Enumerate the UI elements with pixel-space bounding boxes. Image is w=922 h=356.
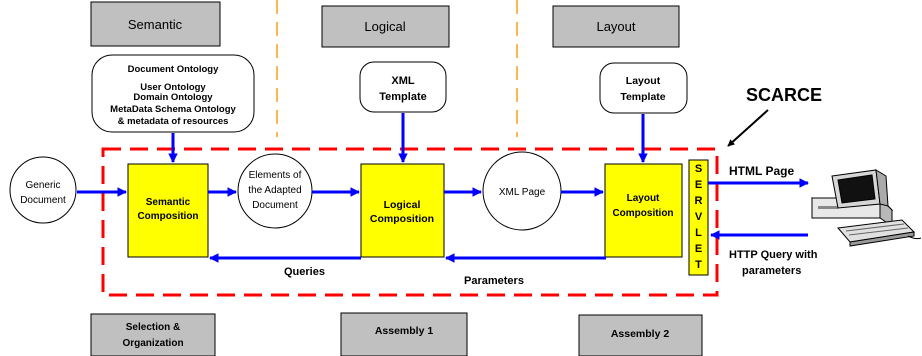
xml-template-label: Template — [379, 91, 426, 103]
layout-template-label: Layout — [626, 75, 661, 87]
semantic-composition-label: Composition — [137, 211, 198, 222]
step-assembly1-label: Assembly 1 — [375, 325, 434, 337]
servlet-letter: E — [695, 243, 702, 255]
servlet-letter: L — [695, 227, 702, 239]
logical-composition-label: Logical — [384, 199, 421, 211]
xml-page-label: XML Page — [499, 187, 546, 198]
header-layout: Layout — [552, 5, 680, 48]
ontology-item: User Ontology — [140, 82, 206, 93]
layout-template-box: Layout Template — [599, 62, 688, 114]
generic-document-label: Document — [20, 195, 66, 206]
ontology-item: Document Ontology — [128, 64, 219, 75]
ontology-item: Domain Ontology — [133, 92, 213, 103]
layout-composition-label: Layout — [627, 193, 660, 204]
header-semantic-label: Semantic — [128, 17, 183, 32]
layout-composition-label: Composition — [612, 208, 673, 219]
header-logical-label: Logical — [364, 19, 405, 34]
step-assembly-1: Assembly 1 — [340, 312, 468, 356]
generic-document-label: Generic — [25, 180, 60, 191]
servlet-letter: E — [695, 179, 702, 191]
servlet-letter: R — [695, 195, 703, 207]
step-selection-label: Organization — [122, 338, 183, 349]
scarce-boundary — [101, 147, 719, 297]
queries-label: Queries — [284, 266, 325, 278]
http-query-label: HTTP Query with — [729, 249, 818, 261]
servlet: S E R V L E T — [688, 159, 709, 276]
step-selection-label: Selection & — [126, 322, 180, 333]
scarce-pointer-arrow — [727, 109, 769, 147]
step-assembly-2: Assembly 2 — [578, 314, 703, 356]
header-logical: Logical — [321, 5, 450, 48]
ontology-item: MetaData Schema Ontology — [110, 104, 236, 115]
servlet-letter: T — [695, 259, 702, 271]
header-layout-label: Layout — [596, 19, 635, 34]
adapted-document-label: Elements of — [249, 170, 302, 181]
html-page-label: HTML Page — [729, 164, 794, 178]
servlet-letter: S — [695, 163, 702, 175]
xml-template-box: XML Template — [359, 61, 447, 113]
generic-document: Generic Document — [9, 156, 77, 224]
layout-composition: Layout Composition — [604, 163, 683, 258]
layout-template-label: Template — [620, 91, 665, 103]
servlet-letter: V — [695, 211, 703, 223]
adapted-document-label: the Adapted — [248, 185, 301, 196]
logical-composition: Logical Composition — [360, 163, 445, 258]
step-assembly2-label: Assembly 2 — [611, 328, 670, 340]
computer-icon — [810, 169, 922, 247]
xml-page: XML Page — [482, 151, 562, 231]
xml-template-label: XML — [391, 75, 415, 87]
ontology-item: & metadata of resources — [118, 116, 229, 127]
header-semantic: Semantic — [90, 1, 221, 47]
scarce-label: SCARCE — [746, 85, 822, 105]
semantic-composition-label: Semantic — [146, 197, 191, 208]
parameters-label: Parameters — [464, 275, 524, 287]
logical-composition-label: Composition — [370, 213, 434, 225]
ontology-box: Document Ontology User Ontology Domain O… — [91, 54, 255, 133]
adapted-document-label: Document — [252, 200, 298, 211]
step-selection-organization: Selection & Organization — [90, 313, 216, 356]
semantic-composition: Semantic Composition — [127, 163, 209, 258]
adapted-document-elements: Elements of the Adapted Document — [237, 153, 313, 229]
http-query-label: parameters — [742, 265, 801, 277]
